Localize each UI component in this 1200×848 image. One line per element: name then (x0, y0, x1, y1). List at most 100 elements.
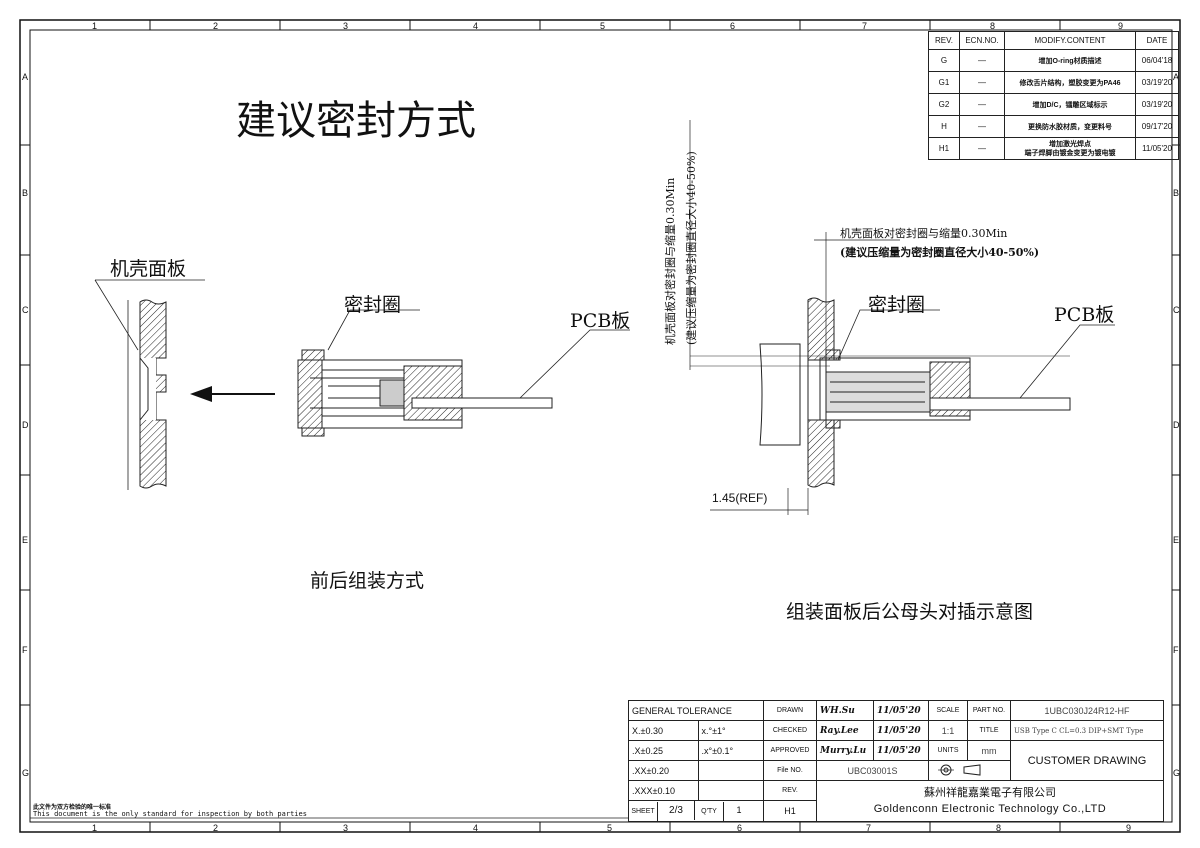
sheet-label: SHEET (629, 802, 658, 821)
sheet-value: 2/3 (658, 801, 695, 820)
ecn-cell: — (959, 71, 1005, 94)
zone-col-1: 1 (92, 21, 98, 31)
date-header: DATE (1135, 31, 1179, 50)
projection-symbol (928, 760, 1011, 781)
dimension-label: 1.45(REF) (712, 491, 768, 505)
content-cell: 增加O-ring材质描述 (1004, 49, 1136, 72)
revision-table: REV. ECN.NO. MODIFY.CONTENT DATE G — 增加O… (928, 31, 1179, 160)
content-cell: 增加D/C，镭雕区域标示 (1004, 93, 1136, 116)
drawn-date: 11/05'20 (873, 700, 929, 721)
rev-cell: H1 (928, 137, 960, 160)
customer-drawing: CUSTOMER DRAWING (1010, 740, 1164, 781)
file-no-label: File NO. (763, 760, 817, 781)
zone-row-g-right: G (1173, 768, 1181, 778)
zone-col-5-bottom: 5 (607, 823, 613, 833)
content-cell: 修改舌片结构，塑胶变更为PA46 (1004, 71, 1136, 94)
right-caption: 组装面板后公母头对插示意图 (786, 601, 1034, 623)
general-tolerance-label: GENERAL TOLERANCE (628, 700, 764, 721)
revision-header-row: REV. ECN.NO. MODIFY.CONTENT DATE (928, 31, 1179, 50)
ecn-cell: — (959, 137, 1005, 160)
scale-label: SCALE (928, 700, 968, 721)
zone-col-7: 7 (862, 21, 868, 31)
units-label: UNITS (928, 740, 968, 761)
left-pcb-label: PCB板 (570, 310, 631, 332)
part-no-value: 1UBC030J24R12-HF (1010, 700, 1164, 721)
panel-label: 机壳面板 (110, 258, 187, 280)
zone-col-2-bottom: 2 (213, 823, 219, 833)
zone-col-3: 3 (343, 21, 349, 31)
zone-row-b: B (22, 188, 29, 198)
zone-col-6: 6 (730, 21, 736, 31)
zone-row-f: F (22, 645, 28, 655)
zone-row-a: A (22, 72, 29, 82)
qty-value: 1 (736, 805, 742, 815)
left-connector (297, 309, 630, 437)
date-cell: 09/17'20 (1135, 115, 1179, 138)
zone-row-c: C (22, 305, 29, 315)
tol-angle-x2 (697, 760, 764, 781)
zone-col-9: 9 (1118, 21, 1124, 31)
zone-row-c-right: C (1173, 305, 1180, 315)
tol-angle-x1: .x°±0.1° (697, 740, 764, 761)
rev-label: REV. (763, 780, 817, 801)
left-caption: 前后组装方式 (310, 570, 425, 592)
tol-x2: .XX±0.20 (628, 760, 699, 781)
company-cell: 蘇州祥龍嘉業電子有限公司 Goldenconn Electronic Techn… (816, 780, 1164, 822)
title-label: TITLE (967, 720, 1011, 741)
right-assembly (689, 120, 1115, 515)
rev-value: H1 (763, 800, 817, 822)
rev-cell: H (928, 115, 960, 138)
zone-col-1-bottom: 1 (92, 823, 98, 833)
date-cell: 06/04'18 (1135, 49, 1179, 72)
drawing-title: 建议密封方式 (236, 98, 476, 144)
zone-row-d: D (22, 420, 29, 430)
content-cell: 更换防水胶材质，变更料号 (1004, 115, 1136, 138)
tol-x: X.±0.30 (628, 720, 699, 741)
company-en: Goldenconn Electronic Technology Co.,LTD (873, 803, 1107, 815)
vertical-note-line1: 机壳面板对密封圈与缩量0.30Min (664, 177, 677, 345)
ecn-cell: — (959, 49, 1005, 72)
zone-col-4-bottom: 4 (473, 823, 479, 833)
zone-col-8: 8 (990, 21, 996, 31)
zone-col-9-bottom: 9 (1126, 823, 1132, 833)
note-line2: (建议压缩量为密封圈直径大小40-50%) (840, 246, 1040, 259)
left-panel-section (94, 279, 275, 490)
vertical-note-line2: (建议压缩量为密封圈直径大小40-50%) (685, 151, 698, 345)
zone-row-e: E (22, 535, 29, 545)
checked-date: 11/05'20 (873, 720, 929, 741)
content-cell: 增加激光焊点 端子焊脚由镀金变更为镀电镀 (1004, 137, 1136, 160)
left-seal-label: 密封圈 (344, 294, 402, 316)
footer-note-cn: 此文件为双方检验的唯一标准 (33, 804, 112, 811)
zone-col-2: 2 (213, 21, 219, 31)
table-row: G1 — 修改舌片结构，塑胶变更为PA46 03/19'20 (928, 71, 1179, 94)
zone-col-4: 4 (473, 21, 479, 31)
file-no-value: UBC03001S (816, 760, 929, 781)
zone-row-g: G (22, 768, 30, 778)
zone-row-f-right: F (1173, 645, 1179, 655)
zone-row-d-right: D (1173, 420, 1180, 430)
rev-cell: G1 (928, 71, 960, 94)
tol-angle-x3 (697, 780, 764, 801)
zone-col-8-bottom: 8 (996, 823, 1002, 833)
zone-col-6-bottom: 6 (737, 823, 743, 833)
rev-header: REV. (928, 31, 960, 50)
tol-x1: .X±0.25 (628, 740, 699, 761)
units-value: mm (967, 740, 1011, 761)
table-row: H1 — 增加激光焊点 端子焊脚由镀金变更为镀电镀 11/05'20 (928, 137, 1179, 160)
note-line1: 机壳面板对密封圈与缩量0.30Min (840, 227, 1008, 240)
qty-label: Q'TY (695, 802, 724, 821)
part-no-label: PART NO. (967, 700, 1011, 721)
footer-note-en: This document is the only standard for i… (33, 810, 307, 818)
title-value: USB Type C CL=0.3 DIP+SMT Type (1010, 720, 1164, 741)
date-cell: 03/19'20 (1135, 71, 1179, 94)
date-cell: 11/05'20 (1135, 137, 1179, 160)
checked-label: CHECKED (763, 720, 817, 741)
checked-by: Ray.Lee (816, 720, 874, 741)
approved-date: 11/05'20 (873, 740, 929, 761)
rev-cell: G2 (928, 93, 960, 116)
rev-cell: G (928, 49, 960, 72)
drawn-label: DRAWN (763, 700, 817, 721)
zone-col-7-bottom: 7 (866, 823, 872, 833)
